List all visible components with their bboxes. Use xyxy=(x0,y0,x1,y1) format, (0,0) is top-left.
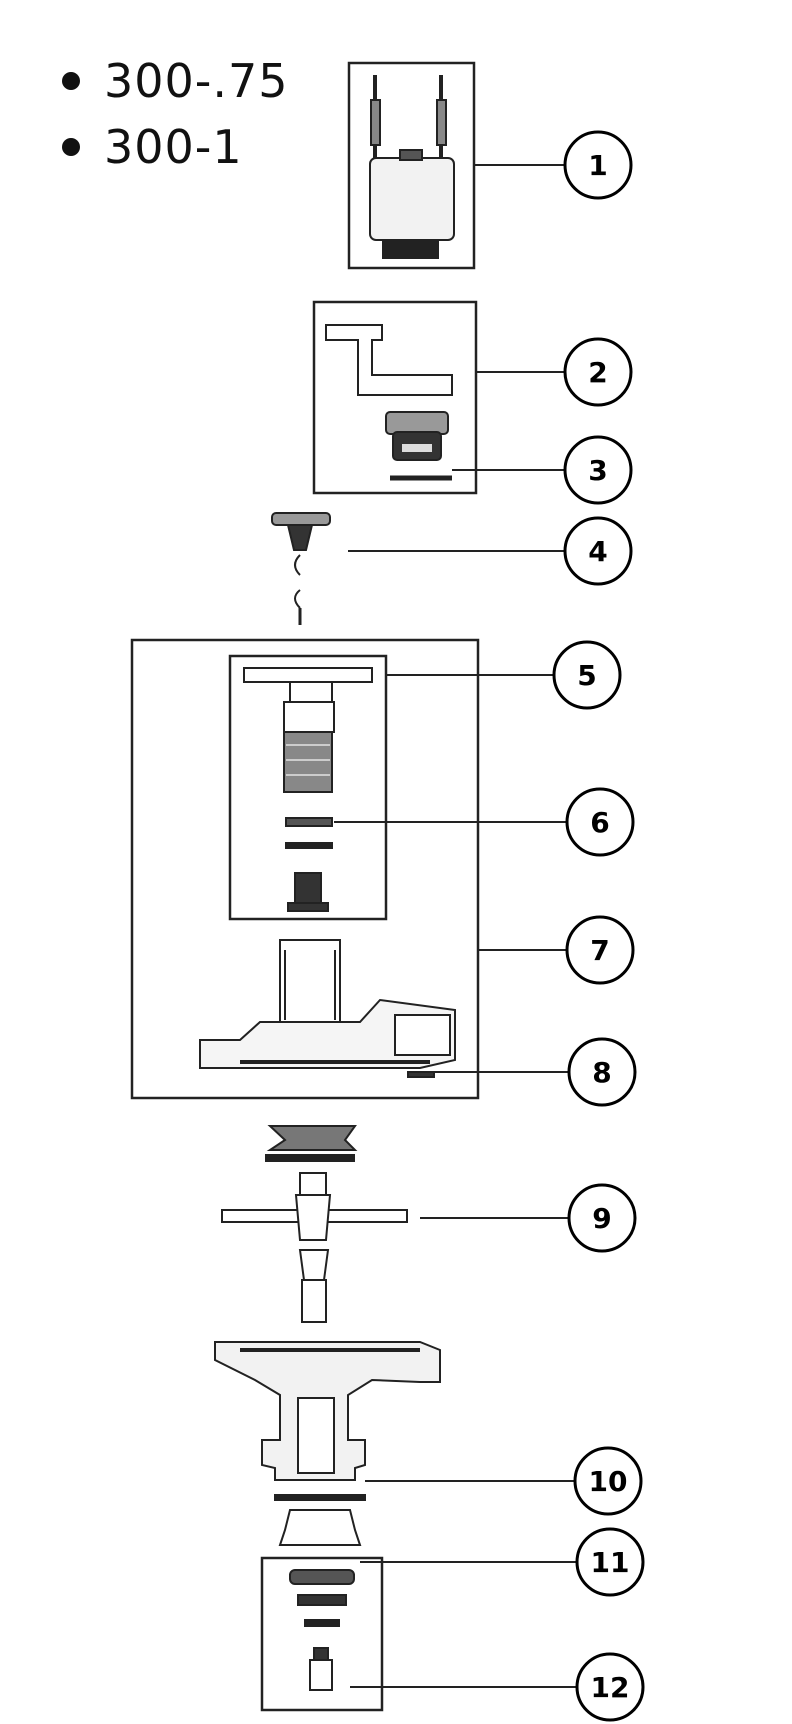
part-11-12-group xyxy=(260,1509,384,1712)
part-4-stem xyxy=(271,512,331,625)
callout-1: 1 xyxy=(563,130,633,200)
bullet-icon xyxy=(62,72,80,90)
callout-number: 11 xyxy=(591,1546,630,1579)
callout-6: 6 xyxy=(565,787,635,857)
model-label: 300-1 xyxy=(104,120,243,174)
callout-5: 5 xyxy=(552,640,622,710)
callout-10: 10 xyxy=(573,1446,643,1516)
callout-11: 11 xyxy=(575,1527,645,1597)
callout-number: 7 xyxy=(590,934,609,967)
model-item-2: 300-1 xyxy=(62,114,289,180)
model-label: 300-.75 xyxy=(104,54,289,108)
part-10-valve-body xyxy=(214,1341,441,1501)
callout-number: 3 xyxy=(588,454,607,487)
callout-7: 7 xyxy=(565,915,635,985)
callout-number: 10 xyxy=(589,1465,628,1498)
leader-lines xyxy=(334,164,577,1688)
model-item-1: 300-.75 xyxy=(62,48,289,114)
callout-2: 2 xyxy=(563,337,633,407)
callouts: 1 2 3 4 5 6 7 8 xyxy=(552,130,645,1722)
callout-12: 12 xyxy=(575,1652,645,1722)
callout-number: 8 xyxy=(592,1056,611,1089)
callout-3: 3 xyxy=(563,435,633,505)
part-5-8-group xyxy=(130,638,480,1100)
callout-9: 9 xyxy=(567,1183,637,1253)
callout-number: 9 xyxy=(592,1202,611,1235)
bullet-icon xyxy=(62,138,80,156)
callout-4: 4 xyxy=(563,516,633,586)
part-9-diaphragm xyxy=(221,1125,408,1323)
callout-8: 8 xyxy=(567,1037,637,1107)
callout-number: 2 xyxy=(588,356,607,389)
callout-number: 1 xyxy=(588,149,607,182)
callout-number: 6 xyxy=(590,806,609,839)
callout-number: 12 xyxy=(591,1671,630,1704)
part-1-solenoid-coil xyxy=(347,61,476,270)
model-list: 300-.75 300-1 xyxy=(62,48,289,180)
callout-number: 4 xyxy=(588,535,607,568)
part-2-3-group xyxy=(312,300,478,495)
callout-number: 5 xyxy=(577,659,596,692)
